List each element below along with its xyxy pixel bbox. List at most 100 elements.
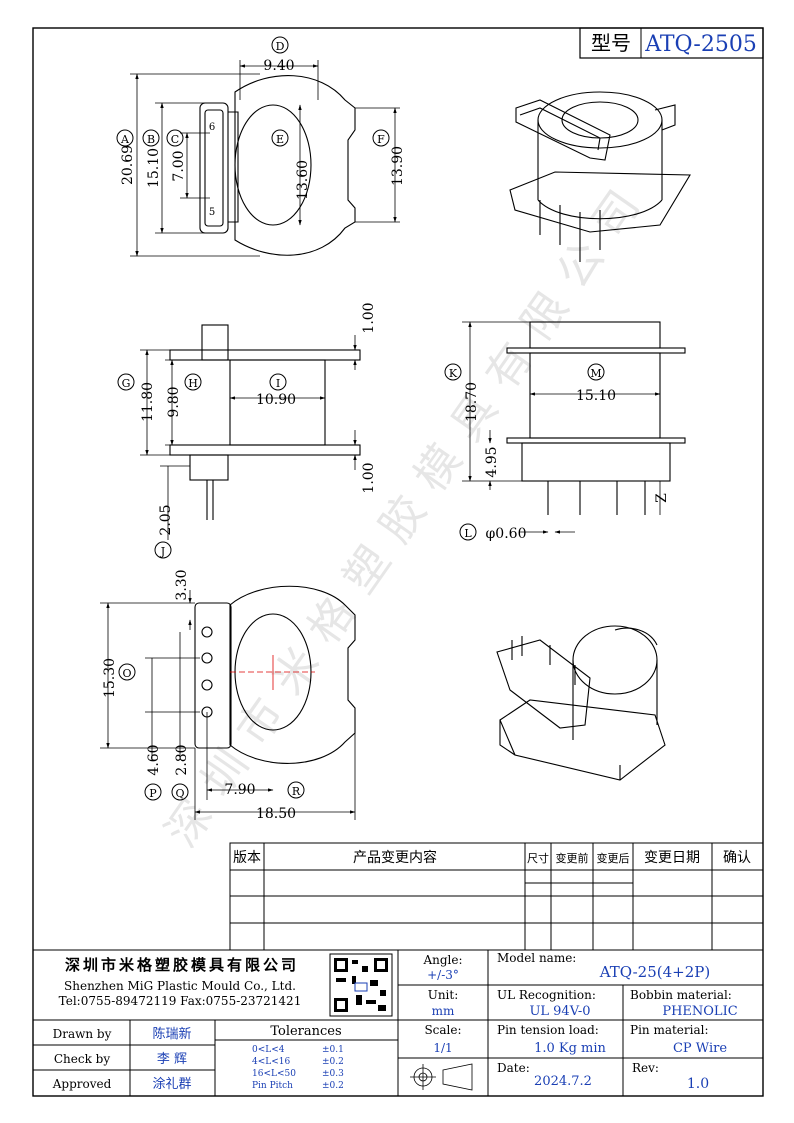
top-view xyxy=(130,60,400,257)
svg-text:R: R xyxy=(292,785,301,798)
pin-tension-value: 1.0 Kg min xyxy=(534,1041,606,1056)
dim-J: 2.05 xyxy=(158,504,174,535)
svg-text:A: A xyxy=(120,133,130,146)
dim-D: 9.40 xyxy=(263,58,294,74)
dim-H: 9.80 xyxy=(166,386,182,417)
tol-value-0: ±0.1 xyxy=(322,1045,344,1055)
dim-B: 15.10 xyxy=(146,148,162,188)
svg-text:D: D xyxy=(276,40,285,53)
svg-text:E: E xyxy=(276,133,284,146)
svg-text:P: P xyxy=(149,787,157,800)
dim-E: 13.60 xyxy=(295,160,311,200)
circle-F xyxy=(372,129,390,147)
ul-label: UL Recognition: xyxy=(497,988,596,1002)
bobbin-label: Bobbin material: xyxy=(630,988,732,1002)
circle-L xyxy=(459,523,477,541)
company-en: Shenzhen MiG Plastic Mould Co., Ltd. xyxy=(64,979,296,993)
pin-material-value: CP Wire xyxy=(673,1041,727,1056)
model-name-value: ATQ-25(4+2P) xyxy=(599,963,710,981)
pin-6-label: 6 xyxy=(209,122,215,133)
dim-O: 15.30 xyxy=(102,658,118,698)
approved-label: Approved xyxy=(52,1077,112,1091)
circle-R xyxy=(287,781,305,799)
svg-text:I: I xyxy=(276,377,280,390)
tol-range-0: 0<L<4 xyxy=(252,1045,285,1055)
svg-text:F: F xyxy=(377,133,385,146)
circle-B xyxy=(142,129,160,147)
tolerances-title: Tolerances xyxy=(270,1024,341,1039)
rev-header-after: 变更后 xyxy=(597,851,630,865)
scale-value: 1/1 xyxy=(433,1041,452,1055)
circle-O xyxy=(118,663,136,681)
angle-value: +/-3° xyxy=(427,968,459,982)
pin-5-label: 5 xyxy=(209,207,215,218)
circle-J xyxy=(154,541,172,559)
model-value: ATQ-2505 xyxy=(644,32,757,57)
dim-Q: 2.80 xyxy=(174,744,190,775)
dim-side-bottom: 1.00 xyxy=(361,462,377,493)
title-block xyxy=(32,949,764,1097)
dim-pin: φ0.60 xyxy=(486,526,527,542)
model-header: 型号 ATQ-2505 xyxy=(579,27,764,59)
dim-F: 13.90 xyxy=(390,146,406,186)
company-contact: Tel:0755-89472119 Fax:0755-23721421 xyxy=(59,994,302,1008)
tol-value-1: ±0.2 xyxy=(322,1057,344,1067)
top-view-labels: D 9.40 A B C E F 20.69 15.10 7.00 13.60 … xyxy=(116,36,406,218)
tol-range-1: 4<L<16 xyxy=(252,1057,291,1067)
qr-code xyxy=(329,953,393,1017)
svg-text:M: M xyxy=(590,367,601,380)
scale-label: Scale: xyxy=(424,1023,461,1037)
dim-A: 20.69 xyxy=(120,145,136,185)
title-block-text: 深圳市米格塑胶模具有限公司 Shenzhen MiG Plastic Mould… xyxy=(52,951,738,1092)
dim-side-top: 1.00 xyxy=(361,302,377,333)
rev-value: 1.0 xyxy=(687,1076,709,1092)
check-label: Check by xyxy=(54,1052,111,1066)
circle-K xyxy=(444,363,462,381)
rev-header-version: 版本 xyxy=(233,850,261,866)
iso-view-top xyxy=(509,91,691,262)
dim-bottom-top: 3.30 xyxy=(174,569,190,600)
dim-z: Z xyxy=(654,493,670,503)
svg-text:O: O xyxy=(122,667,131,680)
tol-value-2: ±0.3 xyxy=(322,1069,344,1079)
rev-label: Rev: xyxy=(632,1061,659,1075)
bobbin-value: PHENOLIC xyxy=(662,1004,737,1019)
circle-D xyxy=(271,36,289,54)
dim-small: 4.95 xyxy=(484,446,500,477)
circle-P xyxy=(144,783,162,801)
side-view xyxy=(140,324,361,540)
dim-I: 10.90 xyxy=(256,392,296,408)
dim-P: 4.60 xyxy=(146,744,162,775)
circle-A xyxy=(116,129,134,147)
model-label: 型号 xyxy=(591,31,631,55)
approved-value: 涂礼群 xyxy=(152,1076,191,1092)
rev-header-size: 尺寸 xyxy=(527,851,549,865)
svg-text:H: H xyxy=(188,377,198,390)
iso-view-bottom xyxy=(496,625,666,781)
rev-header-content: 产品变更内容 xyxy=(353,849,437,866)
dim-G: 11.80 xyxy=(140,382,156,422)
model-name-label: Model name: xyxy=(497,951,576,965)
date-label: Date: xyxy=(497,1061,530,1075)
unit-label: Unit: xyxy=(428,988,459,1002)
circle-G xyxy=(117,373,135,391)
svg-text:J: J xyxy=(160,545,165,558)
company-cn: 深圳市米格塑胶模具有限公司 xyxy=(65,956,299,974)
dim-R: 7.90 xyxy=(224,782,255,798)
pin-tension-label: Pin tension load: xyxy=(497,1023,599,1037)
drawn-value: 陈瑞新 xyxy=(152,1026,191,1042)
circle-E xyxy=(271,129,289,147)
front-view-labels: K M L 18.70 15.10 4.95 φ0.60 Z xyxy=(444,363,670,542)
rev-header-date: 变更日期 xyxy=(644,850,700,866)
rev-header-confirm: 确认 xyxy=(723,850,751,866)
circle-M xyxy=(587,363,605,381)
bottom-view-labels: O P Q R 15.30 4.60 2.80 7.90 18.50 3.30 xyxy=(102,569,305,822)
projection-symbol-icon xyxy=(410,1063,473,1091)
dim-C: 7.00 xyxy=(171,150,187,181)
svg-text:K: K xyxy=(449,367,458,380)
circle-Q xyxy=(171,783,189,801)
angle-label: Angle: xyxy=(422,953,462,967)
dim-bottom-total: 18.50 xyxy=(256,806,296,822)
front-view xyxy=(462,321,686,534)
